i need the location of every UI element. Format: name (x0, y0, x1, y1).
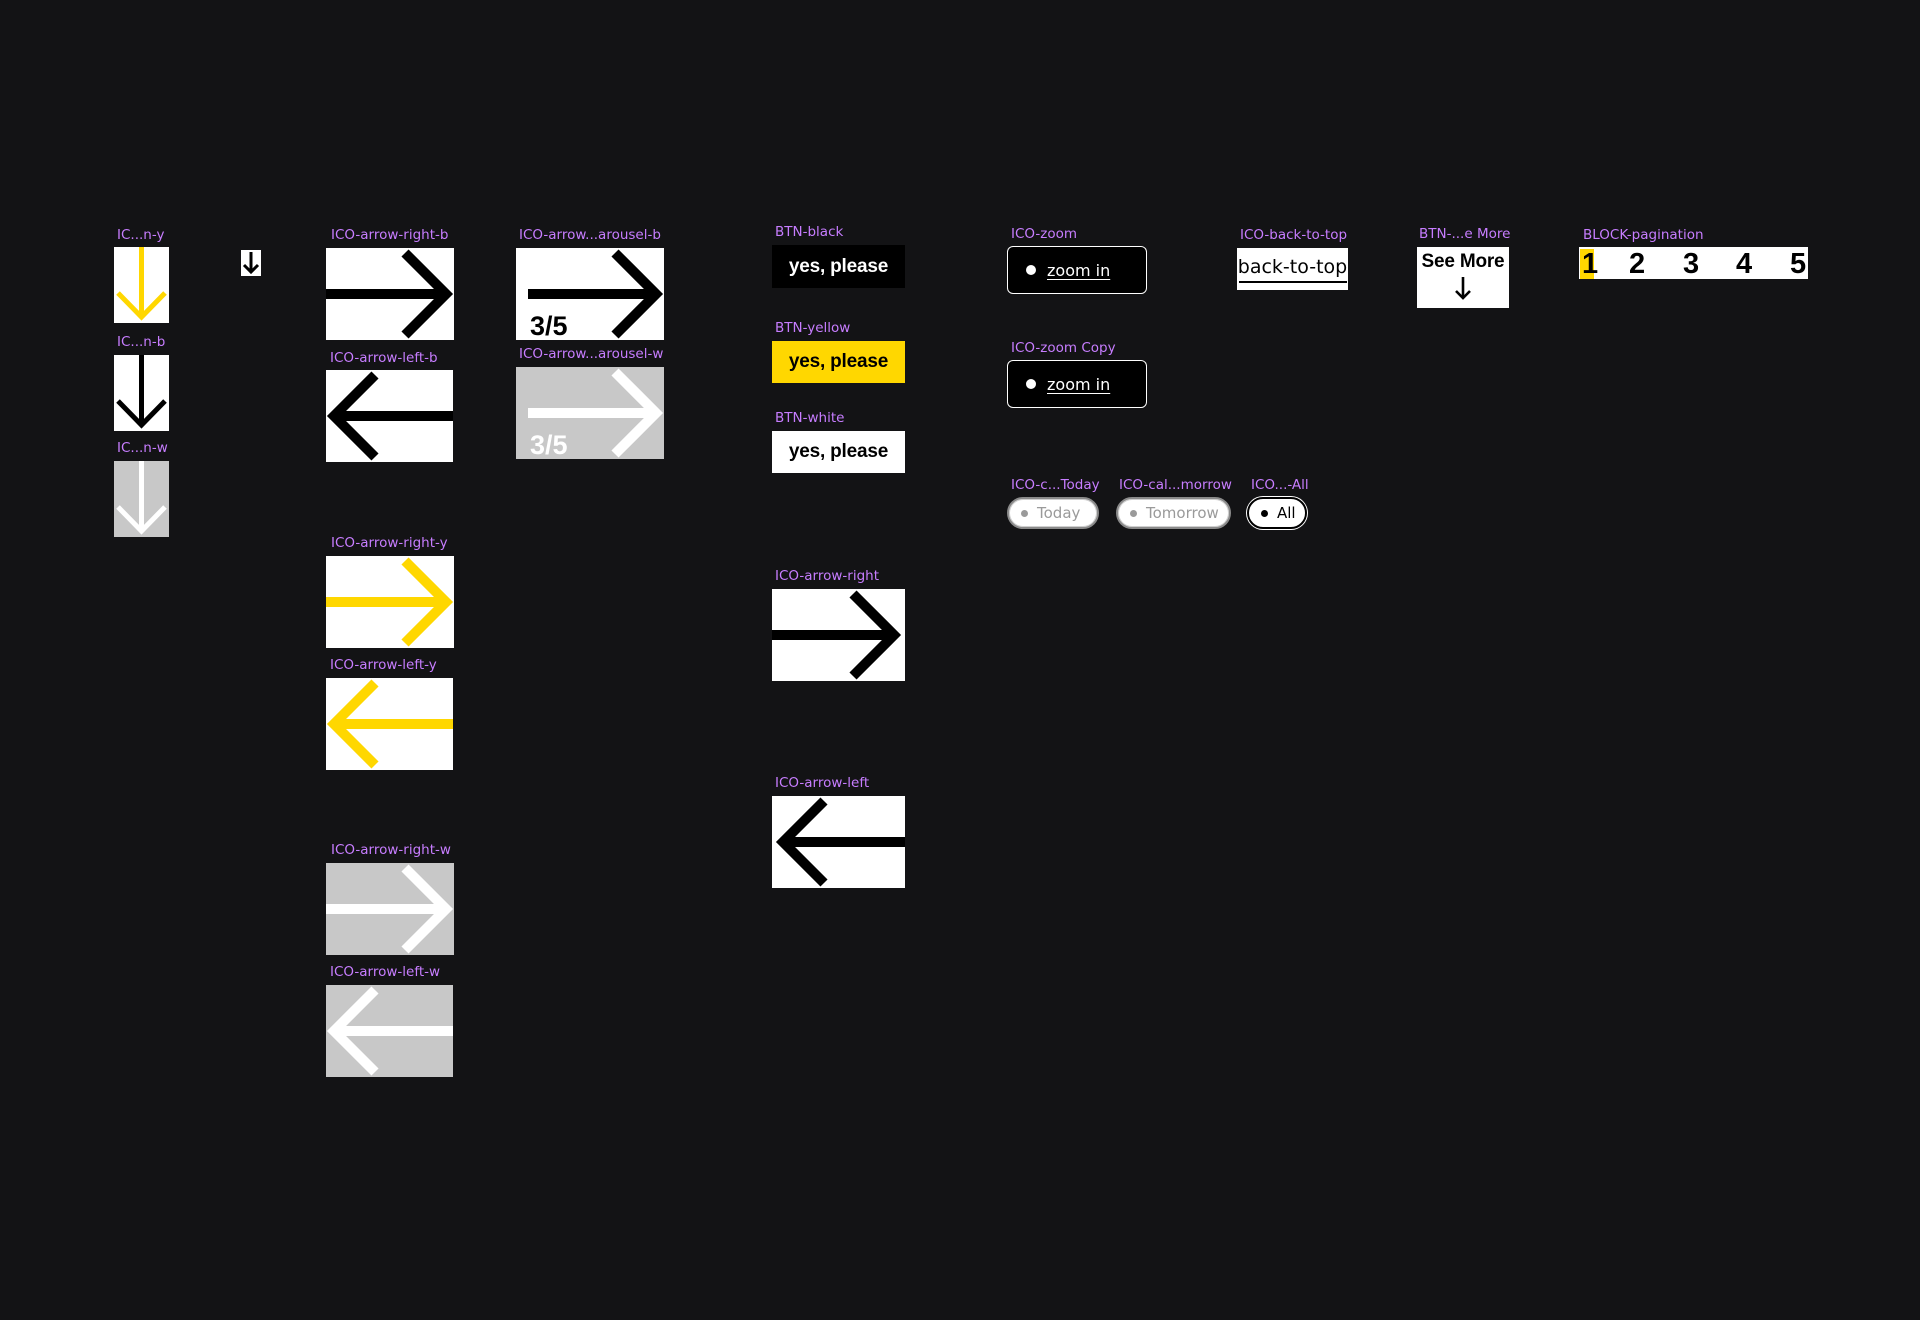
chip-today-label: Today (1037, 504, 1081, 522)
carousel-counter: 3/5 (530, 311, 568, 340)
frame-label-arrow-right-b: ICO-arrow-right-b (331, 227, 449, 243)
pagination-page-5[interactable]: 5 (1790, 248, 1807, 280)
yes-please-button-white[interactable]: yes, please (772, 431, 905, 473)
frame-label-back-to-top: ICO-back-to-top (1240, 227, 1348, 243)
frame-label-down-y: IC...n-y (117, 227, 165, 243)
arrow-down-black-icon[interactable] (114, 355, 169, 431)
frame-label-arrow-right-y: ICO-arrow-right-y (331, 535, 448, 551)
frame-label-down-b: IC...n-b (117, 334, 166, 350)
pagination-page-1[interactable]: 1 (1579, 248, 1599, 280)
back-to-top-label: back-to-top (1237, 255, 1348, 278)
arrow-right-icon[interactable] (772, 589, 905, 681)
frame-label-arrow-left-b: ICO-arrow-left-b (330, 350, 438, 366)
dot-icon (1026, 265, 1036, 275)
arrow-right-yellow-icon[interactable] (326, 556, 454, 648)
frame-label-zoom-copy: ICO-zoom Copy (1011, 340, 1116, 356)
arrow-left-black-icon[interactable] (326, 370, 453, 462)
zoom-in-label: zoom in (1047, 374, 1111, 394)
arrow-down-white-icon[interactable] (114, 461, 169, 537)
see-more-button[interactable]: See More (1417, 247, 1509, 308)
zoom-in-label: zoom in (1047, 260, 1111, 280)
chip-tomorrow[interactable]: Tomorrow (1116, 497, 1231, 529)
frame-label-cal-tomorrow: ICO-cal...morrow (1119, 477, 1232, 493)
frame-label-zoom: ICO-zoom (1011, 226, 1078, 242)
yes-please-button-black[interactable]: yes, please (772, 245, 905, 288)
carousel-arrow-white-icon[interactable]: 3/5 (516, 367, 664, 459)
zoom-in-button[interactable]: zoom in (1007, 246, 1147, 294)
arrow-left-white-icon[interactable] (326, 985, 453, 1077)
frame-label-pagination: BLOCK-pagination (1583, 227, 1704, 243)
frame-label-arrow-left-y: ICO-arrow-left-y (330, 657, 437, 673)
frame-label-carousel-b: ICO-arrow...arousel-b (519, 227, 661, 243)
dot-icon (1130, 509, 1137, 517)
chip-tomorrow-label: Tomorrow (1146, 504, 1219, 522)
underline (1238, 280, 1347, 283)
dot-icon (1021, 509, 1028, 517)
frame-label-cal-all: ICO...-All (1251, 477, 1309, 493)
dot-icon (1261, 509, 1268, 517)
frame-label-btn-black: BTN-black (775, 224, 844, 240)
arrow-left-icon[interactable] (772, 796, 905, 888)
zoom-in-button-copy[interactable]: zoom in (1007, 360, 1147, 408)
frame-label-arrow-right: ICO-arrow-right (775, 568, 880, 584)
frame-label-down-w: IC...n-w (117, 440, 168, 456)
frame-label-arrow-left-w: ICO-arrow-left-w (330, 964, 441, 980)
arrow-down-icon (1455, 277, 1471, 300)
arrow-right-white-icon[interactable] (326, 863, 454, 955)
frame-label-cal-today: ICO-c...Today (1011, 477, 1100, 493)
small-down-arrow-icon[interactable] (241, 250, 261, 276)
chip-all-label: All (1277, 504, 1296, 522)
pagination-page-3[interactable]: 3 (1683, 248, 1700, 280)
back-to-top-button[interactable]: back-to-top (1237, 248, 1348, 290)
pagination-page-2[interactable]: 2 (1629, 248, 1646, 280)
see-more-label: See More (1421, 251, 1505, 272)
dot-icon (1026, 379, 1036, 389)
pagination: 1 2 3 4 5 (1579, 247, 1808, 280)
carousel-counter: 3/5 (530, 430, 568, 459)
chip-all[interactable]: All (1247, 497, 1307, 529)
yes-please-button-yellow[interactable]: yes, please (772, 341, 905, 383)
frame-label-carousel-w: ICO-arrow...arousel-w (519, 346, 664, 362)
carousel-arrow-black-icon[interactable]: 3/5 (516, 248, 664, 340)
frame-label-btn-white: BTN-white (775, 410, 845, 426)
pagination-page-4[interactable]: 4 (1736, 248, 1753, 280)
frame-label-arrow-right-w: ICO-arrow-right-w (331, 842, 451, 858)
frame-label-btn-yellow: BTN-yellow (775, 320, 851, 336)
chip-today[interactable]: Today (1007, 497, 1099, 529)
arrow-down-yellow-icon[interactable] (114, 247, 169, 323)
frame-label-arrow-left: ICO-arrow-left (775, 775, 870, 791)
arrow-left-yellow-icon[interactable] (326, 678, 453, 770)
frame-label-see-more: BTN-...e More (1419, 226, 1511, 242)
arrow-right-black-icon[interactable] (326, 248, 454, 340)
